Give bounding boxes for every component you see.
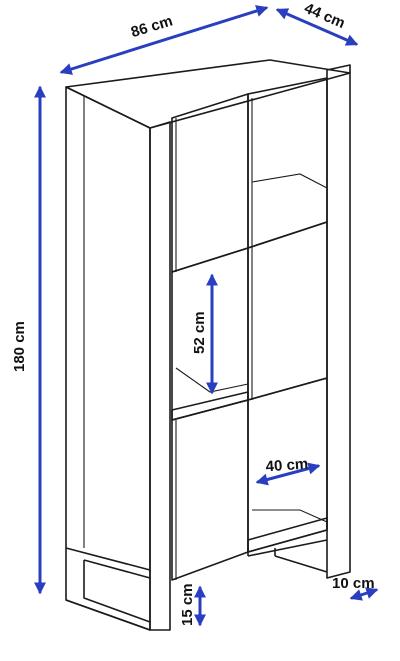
shelf-width-label: 40 cm — [265, 455, 309, 475]
width-label: 86 cm — [129, 12, 175, 41]
frame-depth-arrow — [349, 587, 379, 601]
frame-depth-label: 10 cm — [332, 575, 375, 592]
front-right-post — [326, 64, 351, 579]
shelf-height-label: 52 cm — [191, 311, 208, 354]
depth-label: 44 cm — [302, 0, 348, 32]
width-arrow — [59, 5, 269, 75]
left-side-panel — [65, 86, 151, 631]
height-label: 180 cm — [11, 321, 28, 372]
upper-left-door — [171, 93, 249, 273]
cabinet-top — [65, 59, 351, 129]
depth-arrow — [275, 8, 359, 46]
left-leg-top — [65, 547, 151, 571]
lower-left-door — [171, 399, 249, 581]
right-leg-top — [247, 539, 328, 557]
upper-right-compartment — [247, 77, 328, 249]
middle-right-door — [247, 221, 328, 401]
cabinet-outline — [65, 59, 351, 631]
leg-height-label: 15 cm — [179, 583, 196, 626]
front-left-post — [149, 121, 171, 631]
shelf-width-arrow — [255, 462, 321, 486]
